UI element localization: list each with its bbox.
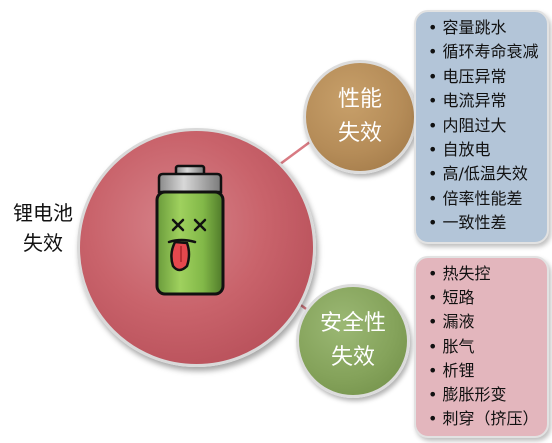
main-label: 锂电池 失效 (13, 201, 73, 255)
list-item: 热失控 (428, 262, 541, 286)
list-item: 容量跳水 (428, 16, 541, 40)
mouth-icon (167, 238, 197, 244)
list-item: 内阻过大 (428, 114, 541, 138)
sick-battery-icon (155, 164, 225, 296)
right-eye-icon (193, 218, 207, 232)
list-item: 电流异常 (428, 89, 541, 113)
list-item: 倍率性能差 (428, 187, 541, 211)
battery-body (155, 190, 225, 296)
safety-failure-list: 热失控 短路 漏液 胀气 析锂 膨胀形变 刺穿（挤压） (414, 256, 549, 438)
list-item: 短路 (428, 286, 541, 310)
list-item: 高/低温失效 (428, 162, 541, 186)
performance-failure-node: 性能 失效 (303, 60, 417, 174)
list-item: 电压异常 (428, 65, 541, 89)
list-item: 一致性差 (428, 211, 541, 235)
list-item: 循环寿命衰减 (428, 40, 541, 64)
list-item: 析锂 (428, 359, 541, 383)
performance-failure-list: 容量跳水 循环寿命衰减 电压异常 电流异常 内阻过大 自放电 高/低温失效 倍率… (414, 10, 549, 244)
list-item: 刺穿（挤压） (428, 407, 541, 431)
left-eye-icon (171, 218, 185, 232)
list-item: 漏液 (428, 310, 541, 334)
battery-top (157, 172, 223, 194)
safety-failure-node: 安全性 失效 (296, 284, 410, 398)
tongue-icon (170, 240, 191, 272)
list-item: 胀气 (428, 335, 541, 359)
list-item: 自放电 (428, 138, 541, 162)
list-item: 膨胀形变 (428, 383, 541, 407)
